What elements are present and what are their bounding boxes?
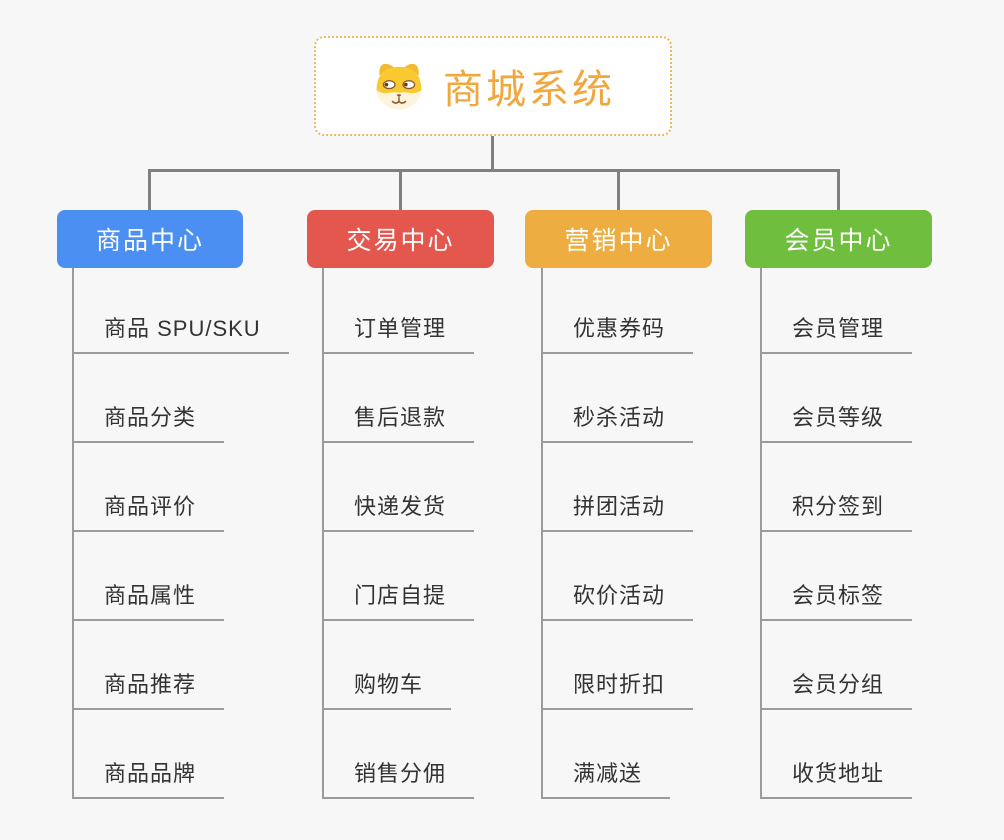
leaf-node[interactable]: 商品 SPU/SKU	[72, 314, 289, 354]
leaf-node[interactable]: 快递发货	[322, 492, 475, 532]
connector-horizontal-bar	[148, 169, 840, 172]
leaf-node[interactable]: 商品推荐	[72, 670, 225, 710]
branch-node-trade-center[interactable]: 交易中心	[307, 210, 494, 268]
dog-face-icon	[376, 63, 422, 110]
leaf-node[interactable]: 会员管理	[760, 314, 913, 354]
leaf-node[interactable]: 门店自提	[322, 581, 475, 621]
leaf-node[interactable]: 商品品牌	[72, 759, 225, 799]
leaf-node[interactable]: 销售分佣	[322, 759, 475, 799]
branch-spine	[760, 268, 762, 799]
leaf-node[interactable]: 会员等级	[760, 403, 913, 443]
leaf-node[interactable]: 收货地址	[760, 759, 913, 799]
leaf-node[interactable]: 砍价活动	[541, 581, 694, 621]
leaf-node[interactable]: 拼团活动	[541, 492, 694, 532]
branch-node-marketing-center[interactable]: 营销中心	[525, 210, 712, 268]
leaf-node[interactable]: 优惠券码	[541, 314, 694, 354]
branch-spine	[322, 268, 324, 799]
leaf-node[interactable]: 积分签到	[760, 492, 913, 532]
connector-drop-branch-2	[399, 169, 402, 211]
leaf-node[interactable]: 售后退款	[322, 403, 475, 443]
leaf-node[interactable]: 限时折扣	[541, 670, 694, 710]
leaf-node[interactable]: 购物车	[322, 670, 452, 710]
leaf-node[interactable]: 订单管理	[322, 314, 475, 354]
leaf-node[interactable]: 会员标签	[760, 581, 913, 621]
connector-drop-branch-4	[837, 169, 840, 211]
connector-drop-branch-1	[148, 169, 151, 211]
root-node[interactable]: 商城系统	[314, 36, 672, 136]
branch-node-member-center[interactable]: 会员中心	[745, 210, 932, 268]
leaf-node[interactable]: 秒杀活动	[541, 403, 694, 443]
branch-spine	[541, 268, 543, 799]
connector-drop-branch-3	[617, 169, 620, 211]
leaf-node[interactable]: 会员分组	[760, 670, 913, 710]
leaf-node[interactable]: 商品分类	[72, 403, 225, 443]
connector-root-stem	[491, 136, 494, 170]
root-title: 商城系统	[443, 68, 615, 112]
branch-spine	[72, 268, 74, 799]
leaf-node[interactable]: 商品评价	[72, 492, 225, 532]
branch-node-product-center[interactable]: 商品中心	[57, 210, 243, 268]
leaf-node[interactable]: 商品属性	[72, 581, 225, 621]
leaf-node[interactable]: 满减送	[541, 759, 671, 799]
